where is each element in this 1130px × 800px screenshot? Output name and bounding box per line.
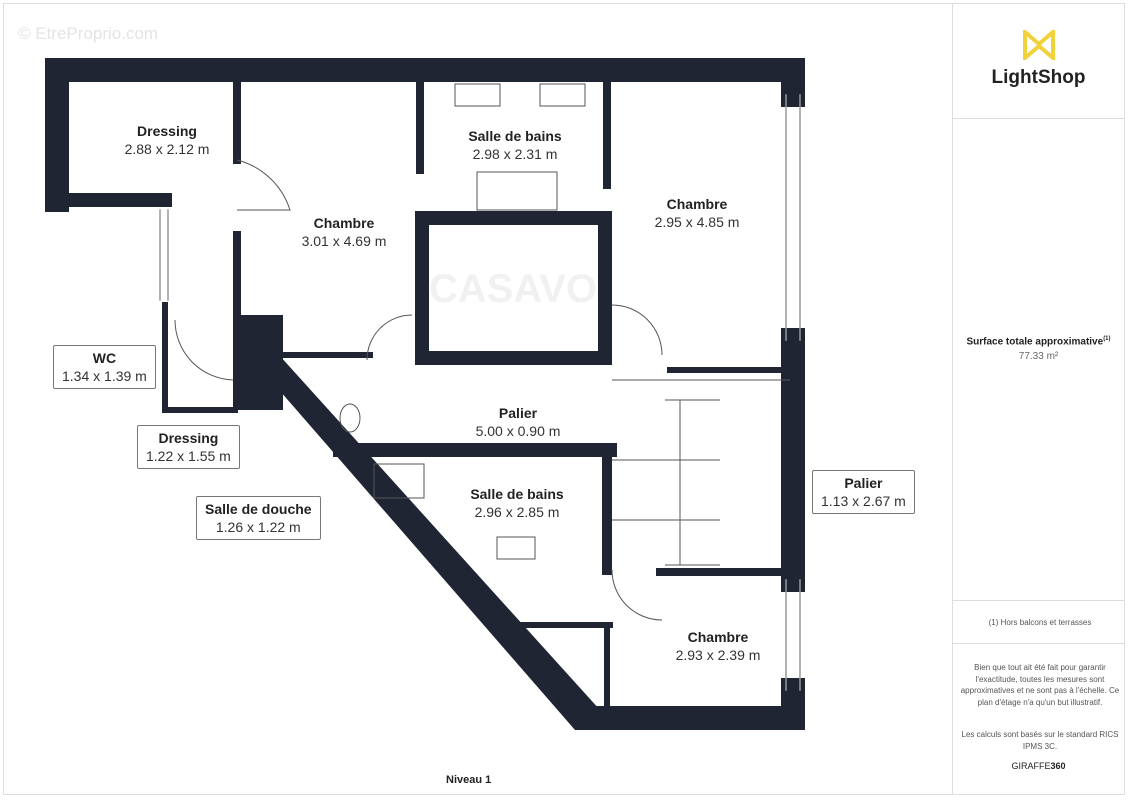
door-swing-4 (611, 569, 663, 621)
fixtures (174, 83, 790, 621)
wc-walls (162, 302, 238, 413)
divider (952, 600, 1125, 601)
divider (952, 118, 1125, 119)
sink-1 (454, 83, 501, 107)
window-left (159, 209, 169, 301)
divider (952, 643, 1125, 644)
giraffe360-logo: GIRAFFE360 (1011, 761, 1066, 771)
windows-right (785, 94, 801, 691)
bath-walls (416, 78, 611, 189)
logo-icon (1022, 27, 1055, 63)
bath2-bottom-wall (497, 622, 613, 721)
walls (45, 58, 805, 730)
sidebar (952, 3, 1126, 795)
plan-watermark: CASAVO (429, 267, 597, 311)
logo: LightShop (952, 27, 1125, 89)
level-label: Niveau 1 (446, 774, 492, 786)
door-swing-2 (366, 314, 413, 361)
page-frame (3, 3, 1125, 795)
footnote: (1) Hors balcons et terrasses (988, 618, 1092, 627)
door-swing-5 (174, 319, 234, 381)
outer-wall-top (45, 58, 805, 212)
central-block (415, 211, 612, 365)
bathtub (476, 171, 558, 211)
watermark: © EtreProprio.com (18, 24, 159, 43)
sink-3 (496, 536, 536, 560)
door-swing-1 (236, 159, 291, 211)
outer-wall-bottom (578, 678, 805, 730)
pillar (233, 315, 283, 410)
shower (373, 463, 425, 499)
standard-note: Les calculs sont basés sur le standard R… (961, 730, 1119, 751)
door-swing-3 (611, 304, 663, 356)
sink-2 (539, 83, 586, 107)
disclaimer: Bien que tout ait été fait pour garantir… (960, 663, 1120, 707)
stairs (612, 379, 790, 566)
surface-total: Surface totale approximative(1) 77.33 m² (966, 336, 1111, 363)
toilet (339, 403, 361, 433)
